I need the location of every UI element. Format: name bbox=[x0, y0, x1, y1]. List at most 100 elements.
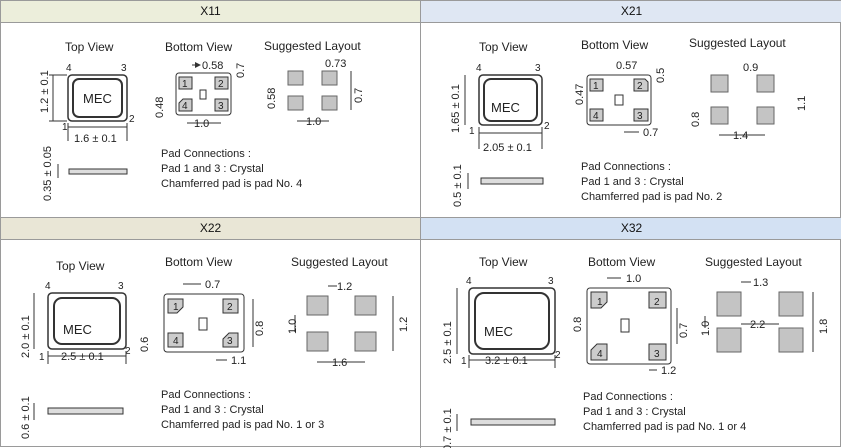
note-line: Pad Connections : bbox=[583, 391, 673, 403]
bottom-view-title: Bottom View bbox=[165, 40, 232, 54]
pad-label: 3 bbox=[654, 349, 660, 360]
pin-label: 2 bbox=[555, 350, 561, 361]
suggested-layout-pads bbox=[306, 295, 377, 352]
top-view-title: Top View bbox=[479, 40, 528, 54]
note-line: Chamferred pad is pad No. 1 or 4 bbox=[583, 421, 746, 433]
suggested-layout-title: Suggested Layout bbox=[291, 255, 388, 269]
mec-logo-text: MEC bbox=[491, 100, 520, 115]
suggested-layout-title: Suggested Layout bbox=[689, 36, 786, 50]
panel-x21: X21 Top View Bottom View Suggested Layou… bbox=[421, 1, 841, 217]
height-dimension: 2.5 ± 0.1 bbox=[442, 321, 454, 364]
bottom-dim-right: 0.8 bbox=[254, 321, 266, 336]
suggested-layout-pads bbox=[710, 74, 775, 125]
thickness-dimension: 0.7 ± 0.1 bbox=[442, 408, 454, 448]
pad-label: 4 bbox=[593, 111, 599, 122]
height-dimension: 1.2 ± 0.1 bbox=[39, 70, 51, 113]
pin-label: 2 bbox=[544, 121, 550, 132]
panel-x11: X11 Top View Bottom View Suggested Layou… bbox=[1, 1, 420, 217]
top-view-title: Top View bbox=[56, 259, 105, 273]
suggested-layout-title: Suggested Layout bbox=[264, 39, 361, 53]
bottom-dim-bottom: 1.2 bbox=[661, 365, 676, 377]
pin-label: 3 bbox=[535, 63, 541, 74]
bottom-dim-left: 0.8 bbox=[572, 317, 584, 332]
pad-label: 4 bbox=[182, 101, 188, 112]
bottom-view-title: Bottom View bbox=[588, 255, 655, 269]
pad-label: 4 bbox=[173, 336, 179, 347]
suggested-layout-pads bbox=[287, 70, 338, 111]
layout-dim-top: 0.73 bbox=[325, 58, 346, 70]
pin-label: 1 bbox=[39, 352, 45, 363]
side-profile bbox=[47, 407, 124, 415]
panel-title: X11 bbox=[1, 1, 420, 23]
note-line: Pad Connections : bbox=[161, 389, 251, 401]
bottom-dim-right: 0.7 bbox=[235, 63, 247, 78]
note-line: Pad 1 and 3 : Crystal bbox=[581, 176, 684, 188]
height-dimension: 2.0 ± 0.1 bbox=[20, 315, 32, 358]
note-line: Pad 1 and 3 : Crystal bbox=[161, 404, 264, 416]
divider-horizontal bbox=[1, 217, 841, 218]
panel-title: X21 bbox=[421, 1, 841, 23]
note-line: Chamferred pad is pad No. 4 bbox=[161, 178, 302, 190]
thickness-dimension: 0.35 ± 0.05 bbox=[42, 146, 54, 201]
layout-dim-left: 1.0 bbox=[700, 321, 712, 336]
x21-drawing: Top View Bottom View Suggested Layout ME… bbox=[450, 36, 808, 207]
pin-label: 4 bbox=[466, 276, 472, 287]
pad-label: 1 bbox=[597, 297, 603, 308]
bottom-dim-left: 0.6 bbox=[139, 337, 151, 352]
mec-logo-text: MEC bbox=[63, 322, 92, 337]
note-line: Chamferred pad is pad No. 1 or 3 bbox=[161, 419, 324, 431]
layout-dim-right: 1.2 bbox=[398, 317, 410, 332]
width-dimension: 2.5 ± 0.1 bbox=[61, 351, 104, 363]
note-line: Chamferred pad is pad No. 2 bbox=[581, 191, 722, 203]
layout-dim-right: 0.7 bbox=[353, 88, 365, 103]
height-dimension: 1.65 ± 0.1 bbox=[450, 84, 462, 133]
suggested-layout-pads bbox=[716, 291, 804, 353]
bottom-dim-bottom: 0.7 bbox=[643, 127, 658, 139]
panel-title: X32 bbox=[421, 218, 841, 240]
bottom-dim-left: 0.47 bbox=[574, 84, 586, 105]
x22-drawing: Top View Bottom View Suggested Layout ME… bbox=[20, 255, 410, 439]
width-dimension: 3.2 ± 0.1 bbox=[485, 355, 528, 367]
pin-label: 4 bbox=[45, 281, 51, 292]
pin-label: 1 bbox=[461, 356, 467, 367]
pin-label: 1 bbox=[469, 126, 475, 137]
top-view-package: MEC bbox=[468, 287, 556, 355]
layout-dim-left: 1.0 bbox=[287, 319, 299, 334]
pin-label: 3 bbox=[118, 281, 124, 292]
bottom-dim-right: 0.7 bbox=[678, 323, 690, 338]
top-view-title: Top View bbox=[479, 255, 528, 269]
bottom-dim-top: 0.57 bbox=[616, 60, 637, 72]
pin-label: 2 bbox=[125, 346, 131, 357]
divider-vertical bbox=[420, 1, 421, 448]
top-view-title: Top View bbox=[65, 40, 114, 54]
bottom-dim-right: 0.5 bbox=[655, 68, 667, 83]
pad-label: 2 bbox=[637, 81, 643, 92]
bottom-view-package bbox=[586, 287, 672, 365]
x11-drawing: Top View Bottom View Suggested Layout ME… bbox=[39, 39, 365, 201]
bottom-view-package bbox=[586, 74, 652, 126]
pad-label: 2 bbox=[654, 297, 660, 308]
layout-dim-bottom: 1.0 bbox=[306, 116, 321, 128]
panel-title: X22 bbox=[1, 218, 420, 240]
mec-logo-text: MEC bbox=[83, 91, 112, 106]
layout-dim-top: 1.2 bbox=[337, 281, 352, 293]
panel-x22: X22 Top View Bottom View Suggested Layou… bbox=[1, 218, 420, 448]
bottom-view-title: Bottom View bbox=[581, 38, 648, 52]
layout-dim-bottom: 1.6 bbox=[332, 357, 347, 369]
thickness-dimension: 0.6 ± 0.1 bbox=[20, 396, 32, 439]
bottom-view-package bbox=[163, 293, 245, 353]
panel-x32: X32 Top View Bottom View Suggested Layou… bbox=[421, 218, 841, 448]
note-line: Pad 1 and 3 : Crystal bbox=[583, 406, 686, 418]
width-dimension: 1.6 ± 0.1 bbox=[74, 133, 117, 145]
layout-dim-middle: 2.2 bbox=[750, 319, 765, 331]
pad-label: 2 bbox=[218, 79, 224, 90]
pin-label: 3 bbox=[121, 63, 127, 74]
pad-label: 3 bbox=[637, 111, 643, 122]
layout-dim-left: 0.58 bbox=[266, 88, 278, 109]
pad-label: 3 bbox=[227, 336, 233, 347]
bottom-dim-top: 0.7 bbox=[205, 279, 220, 291]
bottom-dim-top: 0.58 bbox=[202, 60, 223, 72]
bottom-dim-bottom: 1.0 bbox=[194, 118, 209, 130]
layout-dim-top: 1.3 bbox=[753, 277, 768, 289]
